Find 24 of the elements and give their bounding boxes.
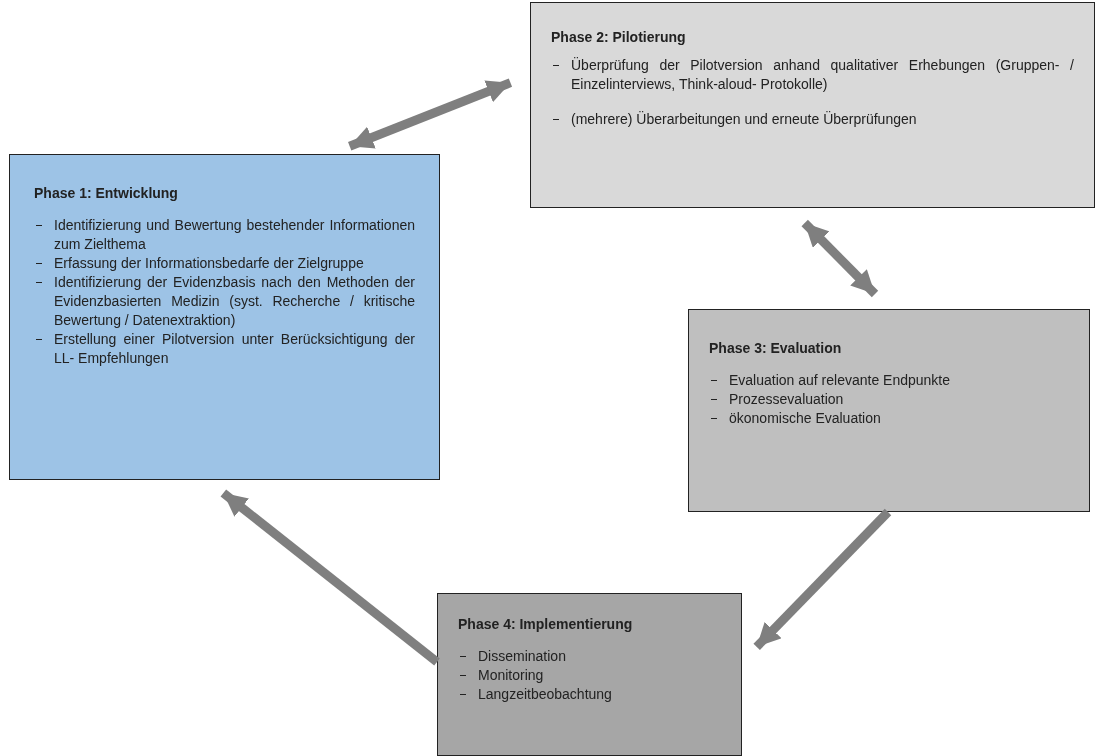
double-arrow: [753, 508, 892, 650]
bullet-text: Überprüfung der Pilotversion anhand qualitativer Erhebungen (Gruppen- / Einzelinterviews, Think-aloud- Protokolle): [571, 56, 1074, 94]
bullet-text: Identifizierung der Evidenzbasis nach den Methoden der Evidenzbasierten Medizin (syst. Recherche / kritische Bewertung / Datenextraktion): [54, 273, 415, 330]
bullet-text: (mehrere) Überarbeitungen und erneute Überprüfungen: [571, 110, 917, 129]
phase-heading: Phase 2: Pilotierung: [551, 28, 687, 47]
bullet-text: Erstellung einer Pilotversion unter Berücksichtigung der LL- Empfehlungen: [54, 330, 415, 368]
bullet-text: Dissemination: [478, 647, 566, 666]
bullet-text: Identifizierung und Bewertung bestehender Informationen zum Zielthema: [54, 216, 415, 254]
bullet-text: Evaluation auf relevante Endpunkte: [729, 371, 951, 390]
phase-heading: Phase 3: Evaluation: [709, 339, 843, 358]
phase-heading: Phase 4: Implementierung: [458, 615, 634, 634]
double-arrow: [801, 219, 879, 298]
double-arrow: [220, 489, 440, 666]
bullet-text: Monitoring: [478, 666, 544, 685]
double-arrow: [348, 78, 513, 151]
phase-box: [530, 2, 1095, 208]
phase-box: [688, 309, 1090, 512]
bullet-text: Prozessevaluation: [729, 390, 844, 409]
phase-box: [9, 154, 440, 480]
bullet-text: ökonomische Evaluation: [729, 409, 881, 428]
phase-box: [437, 593, 742, 756]
bullet-text: Erfassung der Informationsbedarfe der Zielgruppe: [54, 254, 364, 273]
bullet-text: Langzeitbeobachtung: [478, 685, 612, 704]
phase-heading: Phase 1: Entwicklung: [34, 184, 179, 203]
